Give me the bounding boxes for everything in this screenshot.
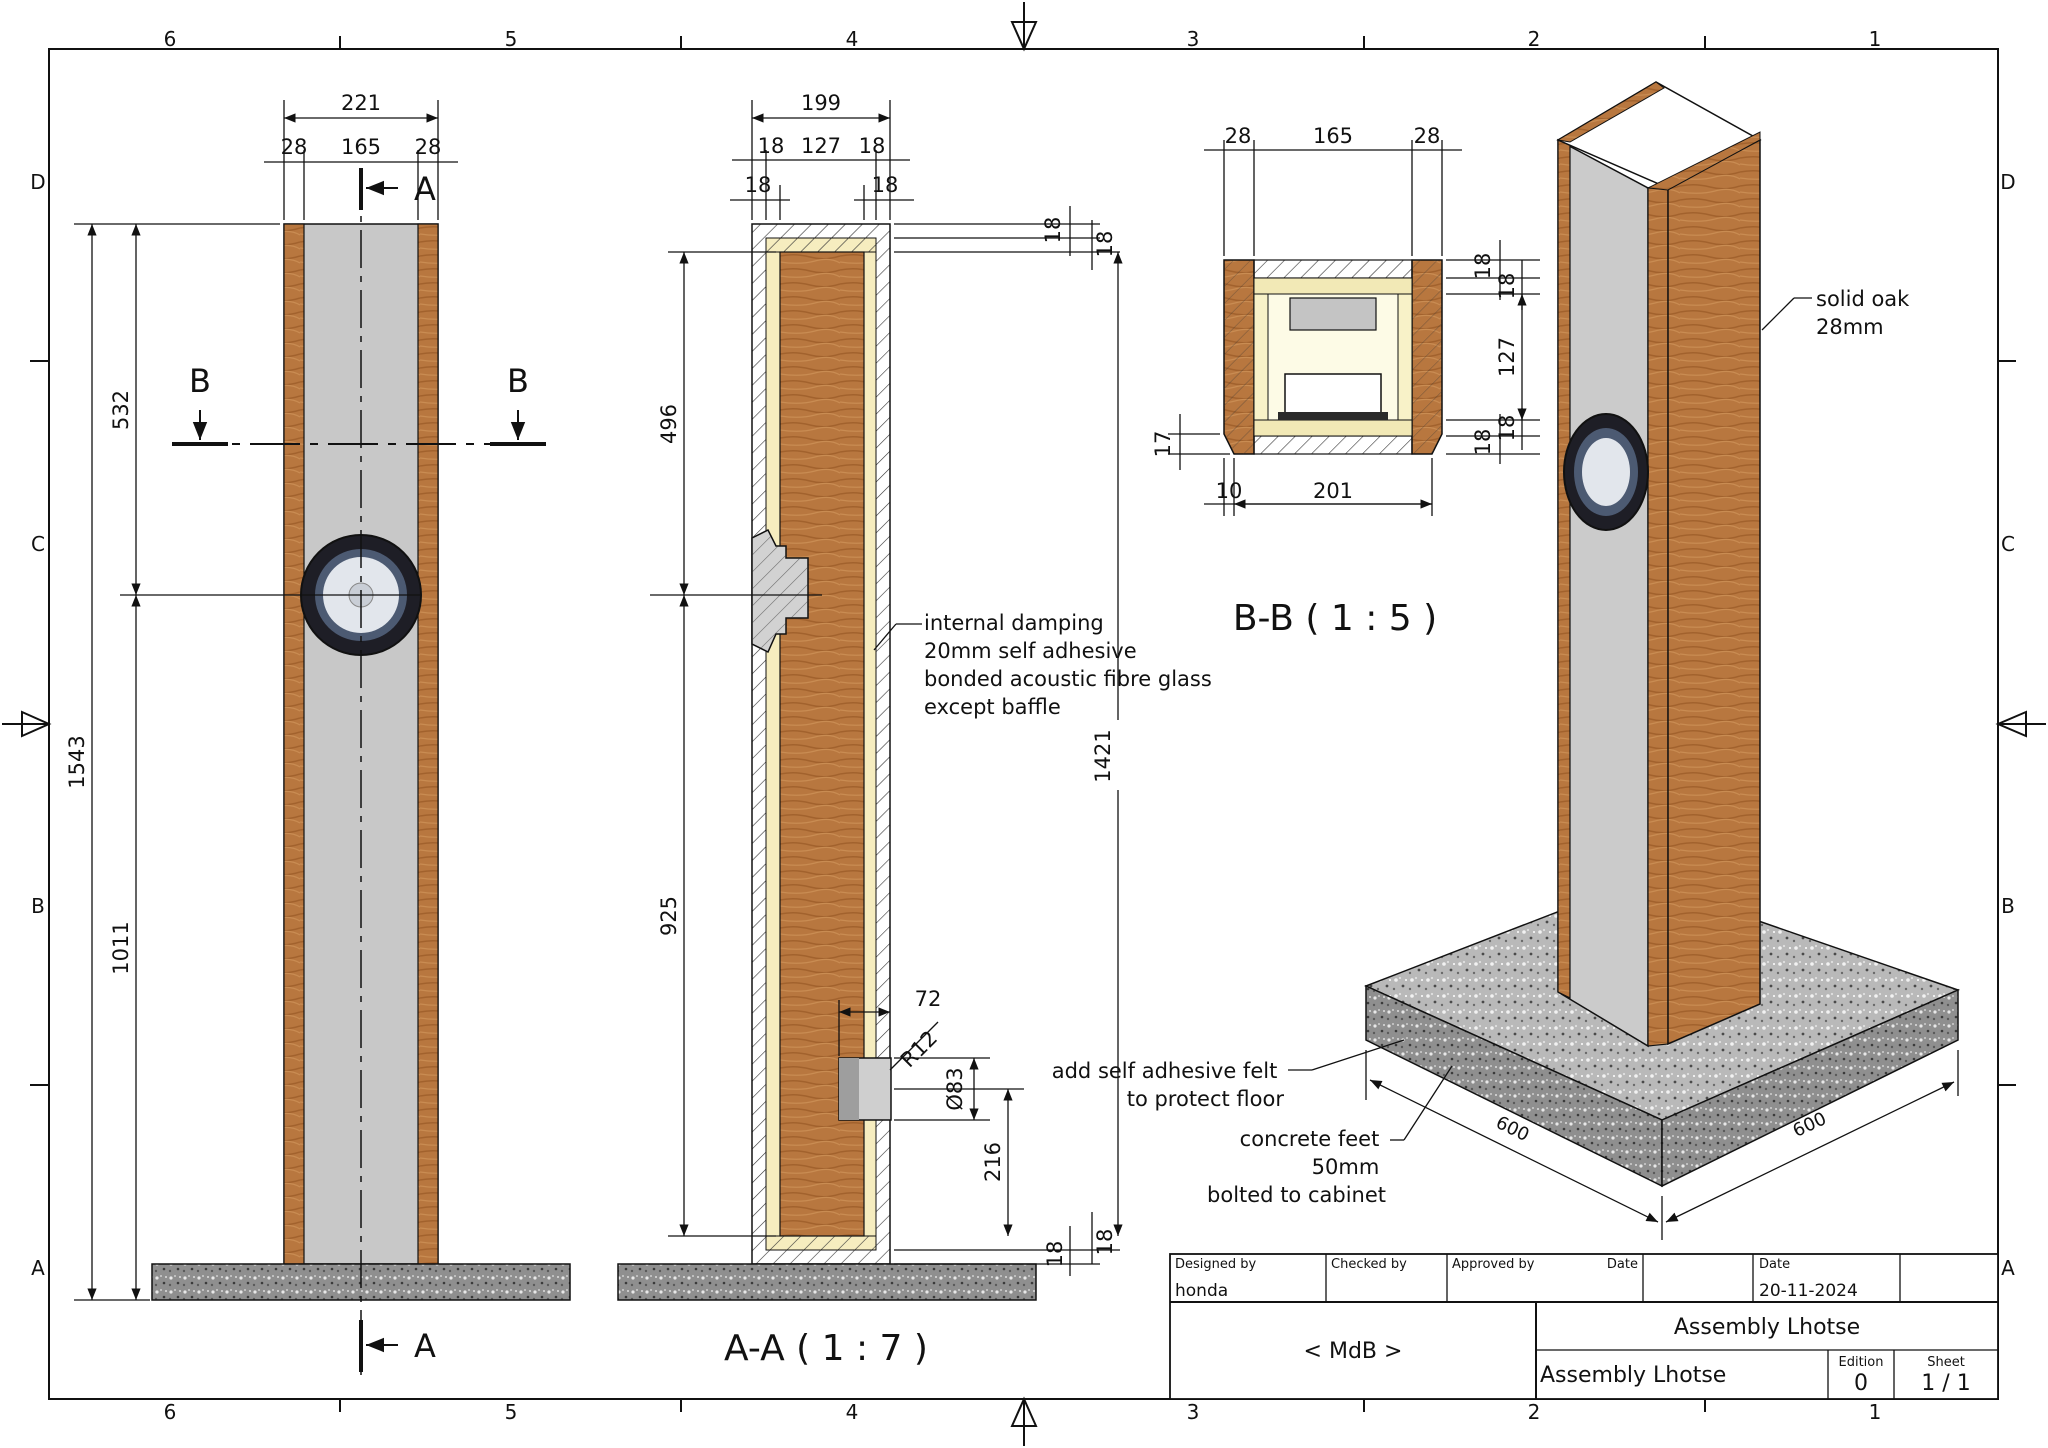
title-date-label-2: Date <box>1759 1257 1790 1272</box>
grid-row-right-b: B <box>2001 894 2015 918</box>
driver-iso <box>1563 413 1649 531</box>
dim-aa-bottom-lining: 18 <box>1093 1229 1117 1256</box>
section-a-label-top: A <box>414 170 436 208</box>
title-company: < MdB > <box>1304 1339 1403 1364</box>
grid-col-top-2: 2 <box>1528 27 1541 51</box>
dim-aa-left-wall: 18 <box>758 134 785 158</box>
grid-col-top-6: 6 <box>164 27 177 51</box>
title-sheet-label: Sheet <box>1927 1355 1965 1370</box>
dim-front-total-height: 1543 <box>65 735 89 788</box>
dim-aa-top-wall: 18 <box>1041 217 1065 244</box>
dim-bb-bottom-lining: 18 <box>1495 415 1519 442</box>
oak-note: solid oak 28mm <box>1816 287 1916 339</box>
damping-note: internal damping 20mm self adhesive bond… <box>924 611 1218 719</box>
grid-col-bottom-4: 4 <box>846 1400 859 1424</box>
dim-bb-inner-depth: 127 <box>1495 337 1519 377</box>
isometric-view: solid oak 28mm 600 600 add self adhesive… <box>1052 81 1961 1240</box>
feet-note: concrete feet 50mm bolted to cabinet <box>1207 1127 1386 1207</box>
dim-aa-port-depth: 72 <box>915 987 942 1011</box>
section-aa-view: 199 18 127 18 18 18 18 18 496 925 1421 <box>617 91 1218 1369</box>
title-edition: 0 <box>1854 1371 1868 1396</box>
concrete-foot-section <box>617 1263 1037 1301</box>
dim-aa-left-lining: 18 <box>745 173 772 197</box>
dim-aa-overall-width: 199 <box>801 91 841 115</box>
section-bb-title: B-B ( 1 : 5 ) <box>1233 598 1437 639</box>
dim-aa-port-height: 216 <box>981 1142 1005 1182</box>
section-b-label-left: B <box>189 362 211 400</box>
grid-col-bottom-6: 6 <box>164 1400 177 1424</box>
dim-aa-internal-height: 1421 <box>1091 729 1115 782</box>
dim-front-right-side: 28 <box>415 135 442 159</box>
grid-row-left-c: C <box>31 532 45 556</box>
grid-col-bottom-5: 5 <box>505 1400 518 1424</box>
dim-bb-left-side: 28 <box>1225 124 1252 148</box>
title-edition-label: Edition <box>1839 1355 1884 1370</box>
dim-front-driver-to-base: 1011 <box>109 921 133 974</box>
title-block: Designed by honda Checked by Approved by… <box>1169 1253 1999 1400</box>
dim-aa-upper-chamber: 496 <box>657 404 681 444</box>
dim-aa-lower-chamber: 925 <box>657 896 681 936</box>
dim-aa-port-radius: R12 <box>896 1026 942 1072</box>
title-date-label-1: Date <box>1607 1257 1638 1272</box>
dim-bb-top-lining: 18 <box>1495 273 1519 300</box>
grid-row-right-c: C <box>2001 532 2015 556</box>
dim-front-overall-width: 221 <box>341 91 381 115</box>
grid-row-left-d: D <box>30 170 45 194</box>
dim-bb-bottom-panel: 18 <box>1471 429 1495 456</box>
dim-bb-right-side: 28 <box>1414 124 1441 148</box>
title-designed-by-label: Designed by <box>1175 1257 1257 1272</box>
dim-front-left-side: 28 <box>281 135 308 159</box>
title-main: Assembly Lhotse <box>1674 1315 1860 1340</box>
section-aa-title: A-A ( 1 : 7 ) <box>724 1328 928 1369</box>
dim-bb-chamfer-x: 10 <box>1216 479 1243 503</box>
grid-row-right-a: A <box>2001 1256 2015 1280</box>
front-view: A A B B 221 28 165 28 1543 532 1011 <box>65 91 571 1375</box>
grid-col-top-5: 5 <box>505 27 518 51</box>
title-sheet: 1 / 1 <box>1921 1371 1970 1396</box>
felt-note: add self adhesive felt to protect floor <box>1052 1059 1285 1111</box>
grid-row-left-a: A <box>31 1256 45 1280</box>
grid-col-top-1: 1 <box>1869 27 1882 51</box>
section-b-label-right: B <box>507 362 529 400</box>
grid-col-bottom-1: 1 <box>1869 1400 1882 1424</box>
title-date: 20-11-2024 <box>1759 1281 1858 1301</box>
title-designed-by: honda <box>1175 1281 1228 1301</box>
grid-col-bottom-3: 3 <box>1187 1400 1200 1424</box>
dim-aa-bottom-wall: 18 <box>1043 1241 1067 1268</box>
grid-col-bottom-2: 2 <box>1528 1400 1541 1424</box>
dim-aa-right-lining: 18 <box>872 173 899 197</box>
dim-bb-top-panel: 18 <box>1471 253 1495 280</box>
grid-row-right-d: D <box>2000 170 2015 194</box>
dim-front-top-to-driver: 532 <box>109 390 133 430</box>
dim-bb-front-width: 201 <box>1313 479 1353 503</box>
title-checked-by-label: Checked by <box>1331 1257 1407 1272</box>
dim-bb-chamfer: 17 <box>1151 431 1175 458</box>
grid-row-left-b: B <box>31 894 45 918</box>
title-approved-by-label: Approved by <box>1452 1257 1535 1272</box>
grid-labels: 6 5 4 3 2 1 6 5 4 3 2 1 D C B A D C B A <box>30 27 2015 1424</box>
dim-aa-right-wall: 18 <box>859 134 886 158</box>
grid-col-top-4: 4 <box>846 27 859 51</box>
dim-bb-inner: 165 <box>1313 124 1353 148</box>
section-a-label-bottom: A <box>414 1327 436 1365</box>
section-bb-view: 28 165 28 18 18 127 18 18 17 10 201 B-B … <box>1151 124 1540 639</box>
dim-front-inner: 165 <box>341 135 381 159</box>
grid-col-top-3: 3 <box>1187 27 1200 51</box>
dim-aa-inner: 127 <box>801 134 841 158</box>
title-subtitle: Assembly Lhotse <box>1540 1363 1726 1388</box>
dim-aa-top-lining: 18 <box>1093 231 1117 258</box>
